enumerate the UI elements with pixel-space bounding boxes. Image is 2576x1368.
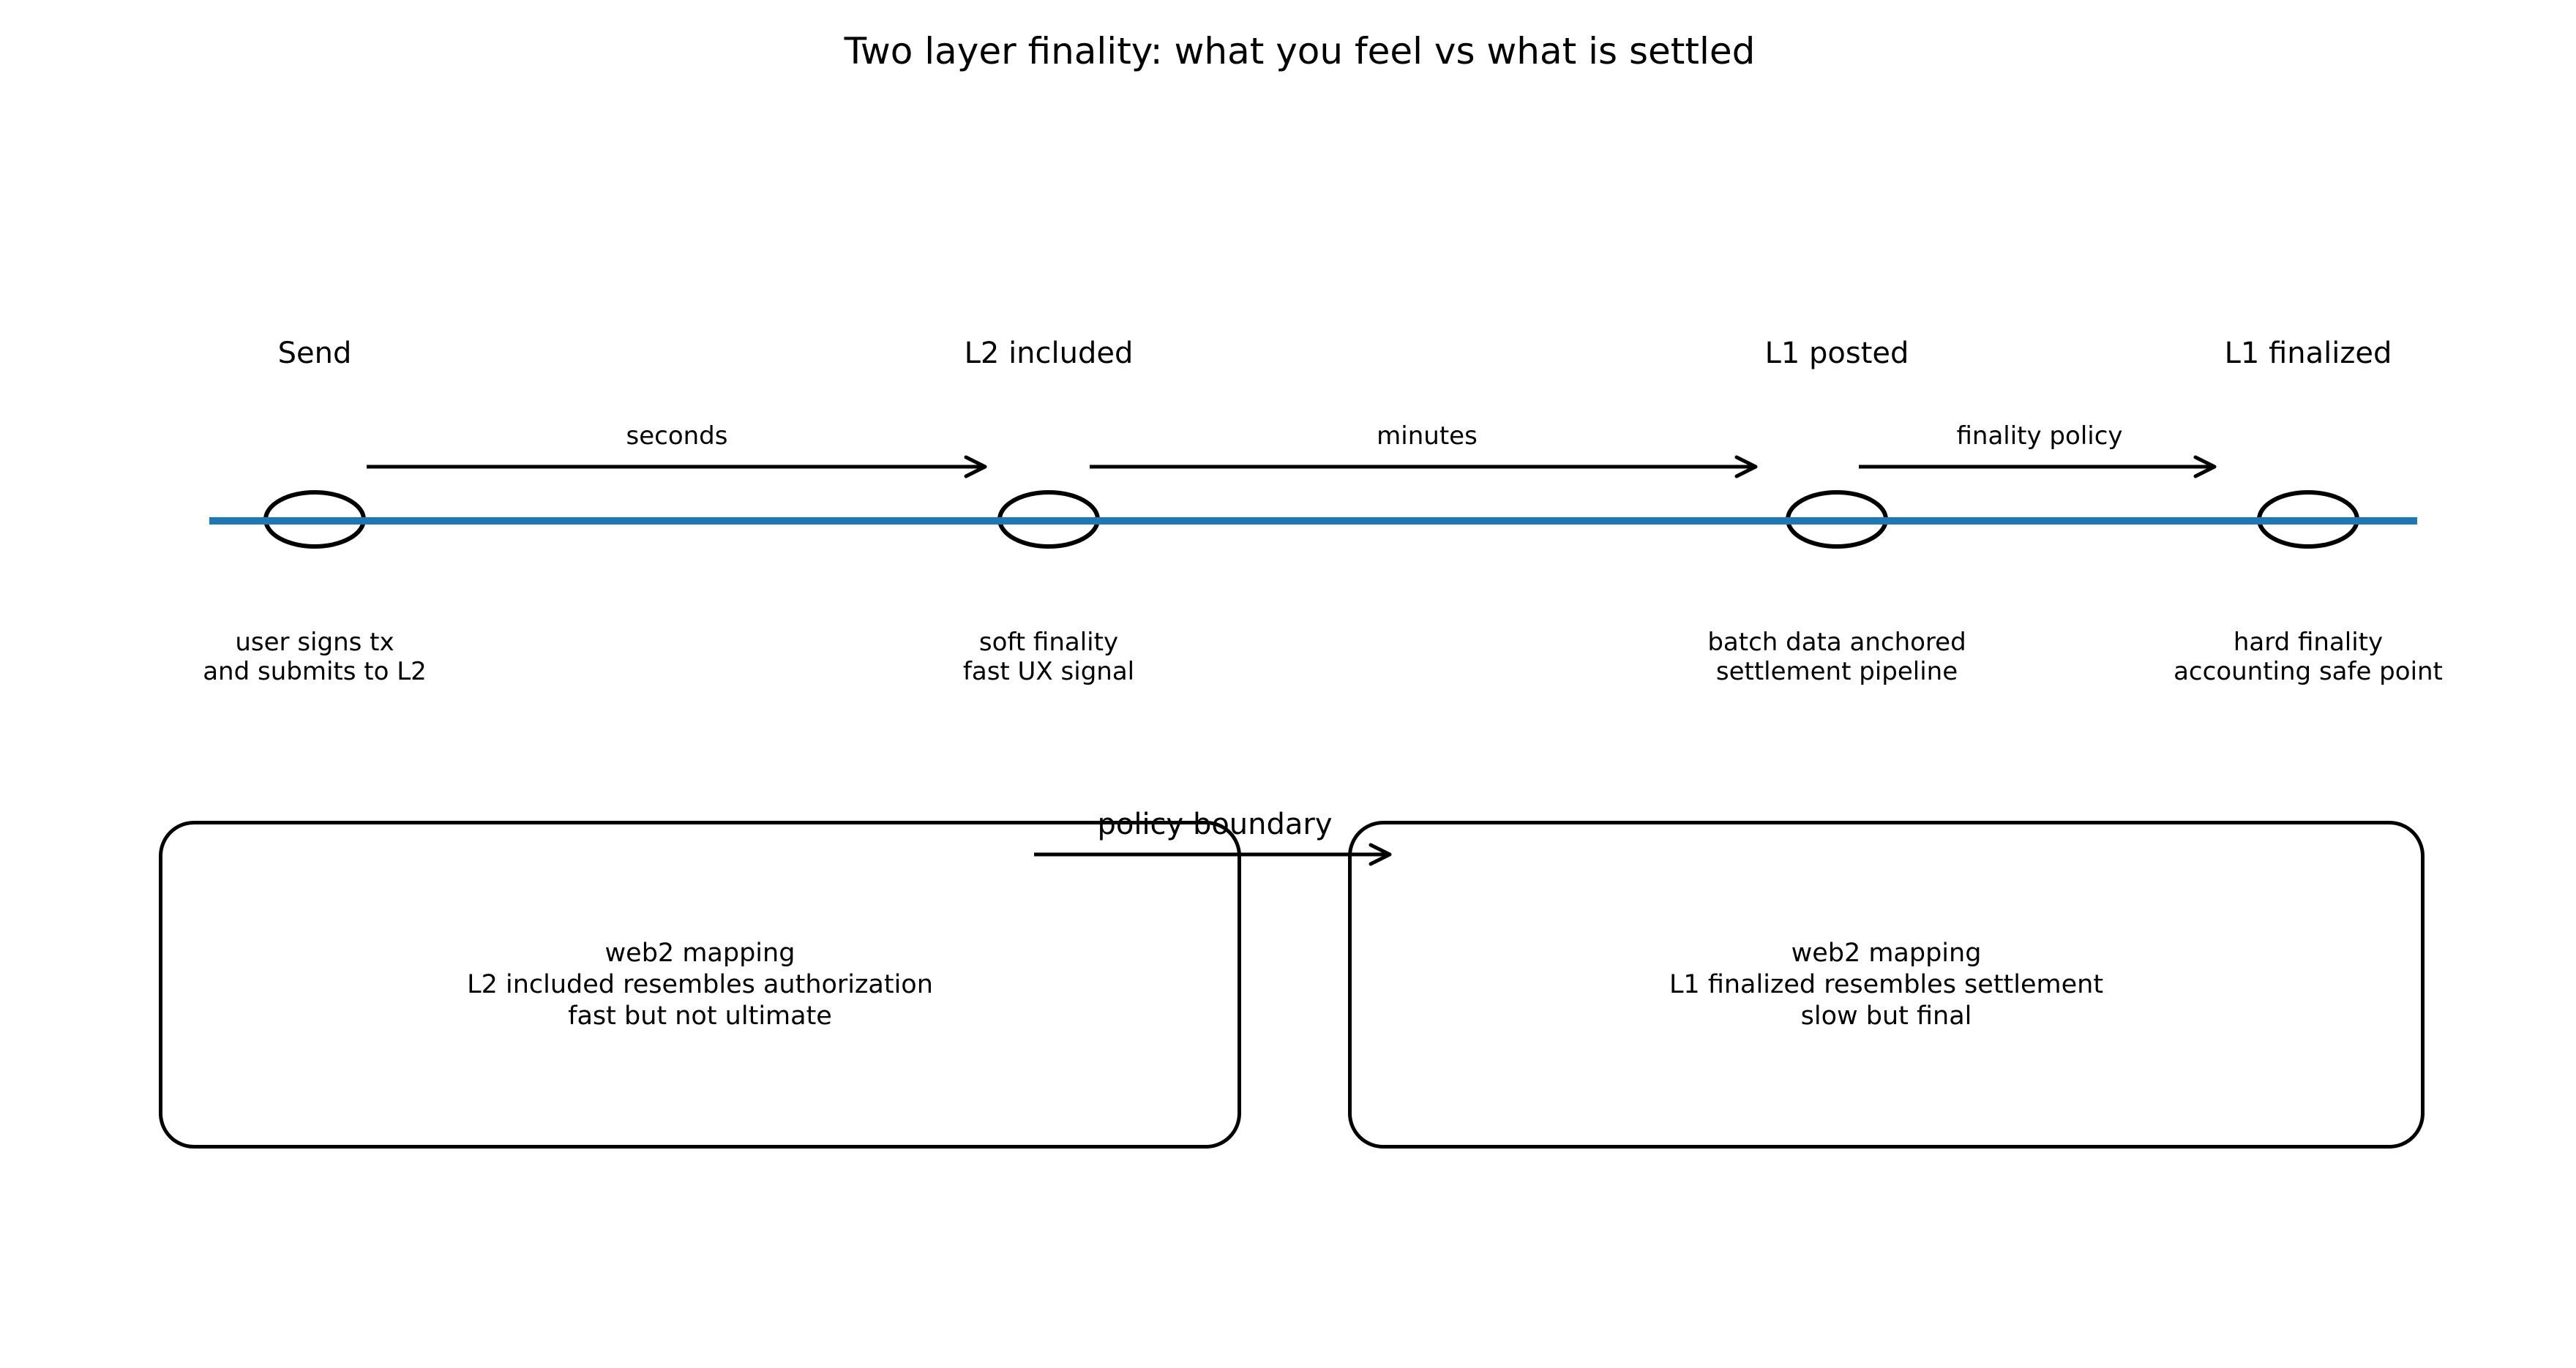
segment-label-minutes: minutes <box>1377 421 1478 451</box>
web2-mapping-box-l1: web2 mapping L1 finalized resembles sett… <box>1348 821 2425 1149</box>
segment-label-seconds: seconds <box>626 421 728 451</box>
node-desc-line: and submits to L2 <box>203 657 427 686</box>
box-text-line: L2 included resembles authorization <box>467 969 933 999</box>
segment-label-finality-policy: finality policy <box>1956 421 2123 451</box>
box-text-line: L1 finalized resembles settlement <box>1669 969 2104 999</box>
node-label-l2-included: L2 included <box>964 337 1134 370</box>
node-marker-l1-finalized <box>2257 490 2359 549</box>
policy-boundary-label: policy boundary <box>1097 808 1333 841</box>
node-desc-line: accounting safe point <box>2174 657 2443 686</box>
web2-mapping-box-l2: web2 mapping L2 included resembles autho… <box>159 821 1241 1149</box>
node-desc-line: settlement pipeline <box>1715 657 1958 686</box>
node-desc-send: user signs tx and submits to L2 <box>203 628 427 686</box>
node-desc-l2-included: soft finality fast UX signal <box>963 628 1134 686</box>
node-desc-line: soft finality <box>978 628 1119 657</box>
node-label-l1-posted: L1 posted <box>1764 337 1909 370</box>
box-text-line: fast but not ultimate <box>568 1001 832 1031</box>
box-text-line: web2 mapping <box>1791 938 1982 968</box>
node-label-l1-finalized: L1 finalized <box>2224 337 2392 370</box>
node-marker-l1-posted <box>1786 490 1888 549</box>
box-text-line: slow but final <box>1800 1001 1972 1031</box>
web2-mapping-box-l2-text: web2 mapping L2 included resembles autho… <box>467 938 933 1032</box>
node-desc-line: batch data anchored <box>1707 628 1966 657</box>
node-label-send: Send <box>277 337 352 370</box>
box-text-line: web2 mapping <box>604 938 795 968</box>
web2-mapping-box-l1-text: web2 mapping L1 finalized resembles sett… <box>1669 938 2103 1032</box>
node-desc-line: hard finality <box>2233 628 2384 657</box>
node-marker-send <box>263 490 366 549</box>
diagram-title: Two layer finality: what you feel vs wha… <box>844 30 1756 72</box>
node-desc-l1-finalized: hard finality accounting safe point <box>2174 628 2443 686</box>
node-desc-l1-posted: batch data anchored settlement pipeline <box>1707 628 1966 686</box>
node-marker-l2-included <box>997 490 1100 549</box>
node-desc-line: fast UX signal <box>962 657 1135 686</box>
node-desc-line: user signs tx <box>235 628 394 657</box>
